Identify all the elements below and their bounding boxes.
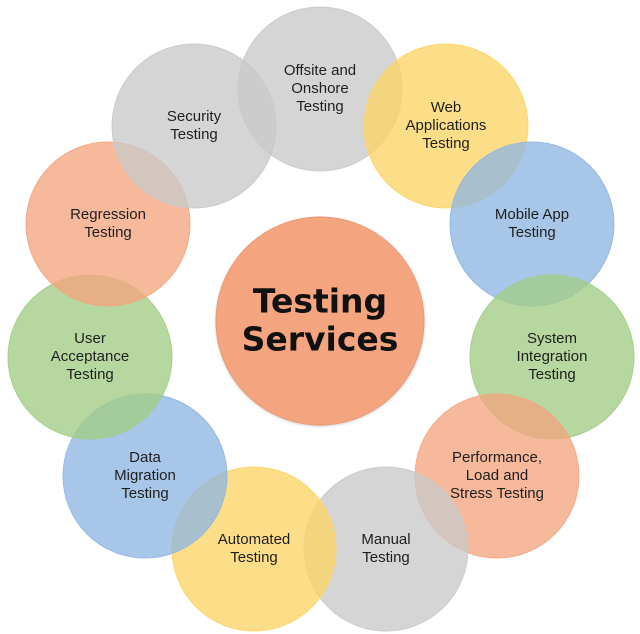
center-title-line-2: Services [242,320,399,359]
center-title-line-1: Testing [253,282,387,321]
label-user-acceptance-testing-line-3: Testing [66,366,114,383]
label-user-acceptance-testing-line-2: Acceptance [51,348,129,365]
label-offsite-onshore-testing-line-2: Onshore [291,80,349,97]
label-data-migration-testing-line-2: Migration [114,467,176,484]
label-performance-load-stress-testing-line-3: Stress Testing [450,485,544,502]
label-data-migration-testing-line-1: Data [129,449,161,466]
label-offsite-onshore-testing-line-1: Offsite and [284,62,356,79]
label-manual-testing-line-2: Testing [362,549,410,566]
label-web-applications-testing-line-1: Web [431,99,462,116]
label-mobile-app-testing-line-1: Mobile App [495,206,569,223]
label-performance-load-stress-testing-line-2: Load and [466,467,529,484]
label-automated-testing-line-1: Automated [218,531,291,548]
label-offsite-onshore-testing-line-3: Testing [296,98,344,115]
label-manual-testing-line-1: Manual [361,531,410,548]
label-regression-testing-line-1: Regression [70,206,146,223]
label-system-integration-testing-line-3: Testing [528,366,576,383]
node-security-testing [111,43,277,209]
label-system-integration-testing-line-2: Integration [517,348,588,365]
label-regression-testing-line-2: Testing [84,224,132,241]
label-performance-load-stress-testing-line-1: Performance, [452,449,542,466]
center-circle [215,216,425,426]
label-data-migration-testing-line-3: Testing [121,485,169,502]
label-mobile-app-testing-line-2: Testing [508,224,556,241]
label-automated-testing-line-2: Testing [230,549,278,566]
label-security-testing-line-1: Security [167,108,222,125]
label-web-applications-testing-line-2: Applications [406,117,487,134]
circle-security-testing [111,43,277,209]
label-security-testing-line-2: Testing [170,126,218,143]
label-web-applications-testing-line-3: Testing [422,135,470,152]
label-user-acceptance-testing-line-1: User [74,330,106,347]
label-system-integration-testing-line-1: System [527,330,577,347]
